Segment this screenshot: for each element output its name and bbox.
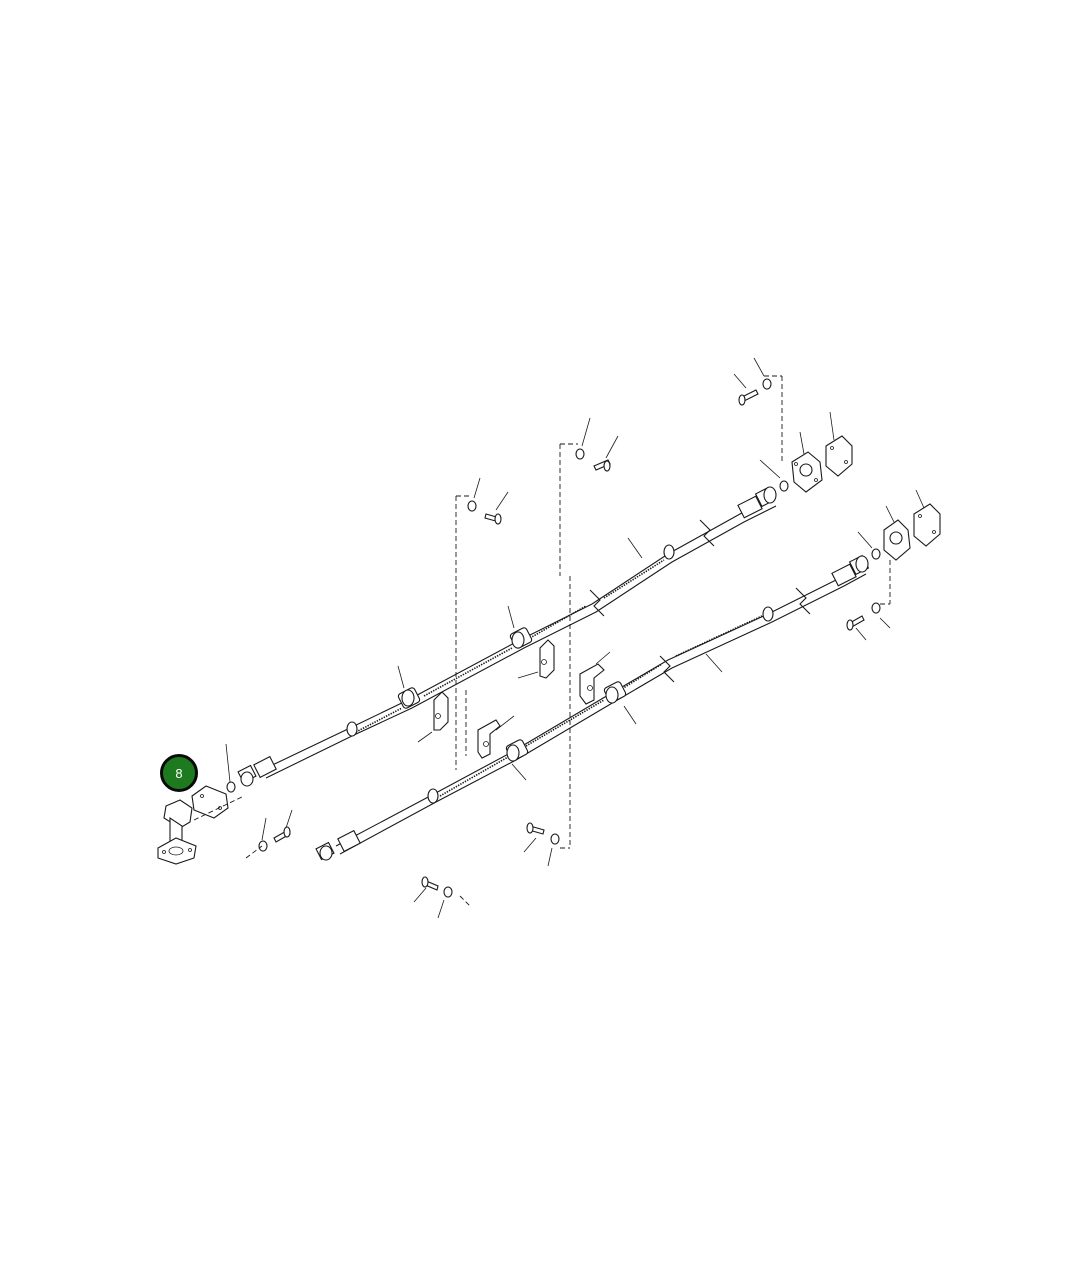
part-8-hotspot[interactable]: 8 (160, 754, 198, 792)
mounting-clips (433, 639, 605, 759)
assembly-dash-lines (193, 375, 891, 907)
leader-lines (225, 357, 925, 919)
part-8-label: 8 (175, 765, 183, 781)
upper-cable (226, 435, 853, 793)
elbow-fitting (157, 785, 229, 865)
lower-cable (315, 503, 941, 861)
fasteners (258, 378, 881, 898)
